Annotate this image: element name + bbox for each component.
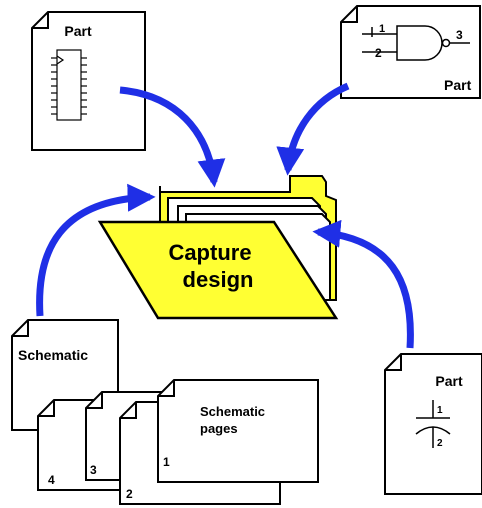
part-label-bottom-right: Part [435,373,463,389]
part-card-top-left: Part [31,11,146,151]
nand-gate-icon [362,25,470,61]
arrow-schematic-to-folder [36,183,156,317]
part-label-top-right: Part [444,77,472,93]
folder-title-line1: Capture [168,240,251,265]
ic-chip-icon [51,49,87,121]
capacitor-icon [415,400,451,448]
folder-title-line2: design [183,267,254,292]
page-number-1: 1 [163,455,170,469]
folder-icon: Capture design [97,175,339,320]
nand-pin-2: 2 [375,46,382,60]
arrow-part-bottom-right-to-folder [312,219,414,349]
page-number-3: 3 [90,463,97,477]
folder-front [97,220,339,320]
schematic-label: Schematic [18,347,88,363]
arrows [36,82,414,349]
arrow-part-top-left-to-folder [119,86,226,188]
nand-pin-3: 3 [456,28,463,42]
page-number-2: 2 [126,487,133,501]
schematic-pages-label-line2: pages [200,421,238,436]
arrow-part-top-right-to-folder [276,82,350,176]
schematic-pages-label-line1: Schematic [200,404,265,419]
capacitor-pin-2: 2 [437,438,443,449]
schematic-page-1: Schematic pages 1 [157,379,319,483]
nand-pin-1: 1 [379,23,385,35]
page-number-4: 4 [48,473,55,487]
schematic-group: Schematic 4 3 2 Schematic pages 1 [11,319,319,505]
capacitor-pin-1: 1 [437,405,443,416]
part-card-bottom-right: Part 1 2 [384,353,482,495]
part-label-top-left: Part [64,23,92,39]
part-card-top-right: 1 2 3 Part [340,5,481,99]
